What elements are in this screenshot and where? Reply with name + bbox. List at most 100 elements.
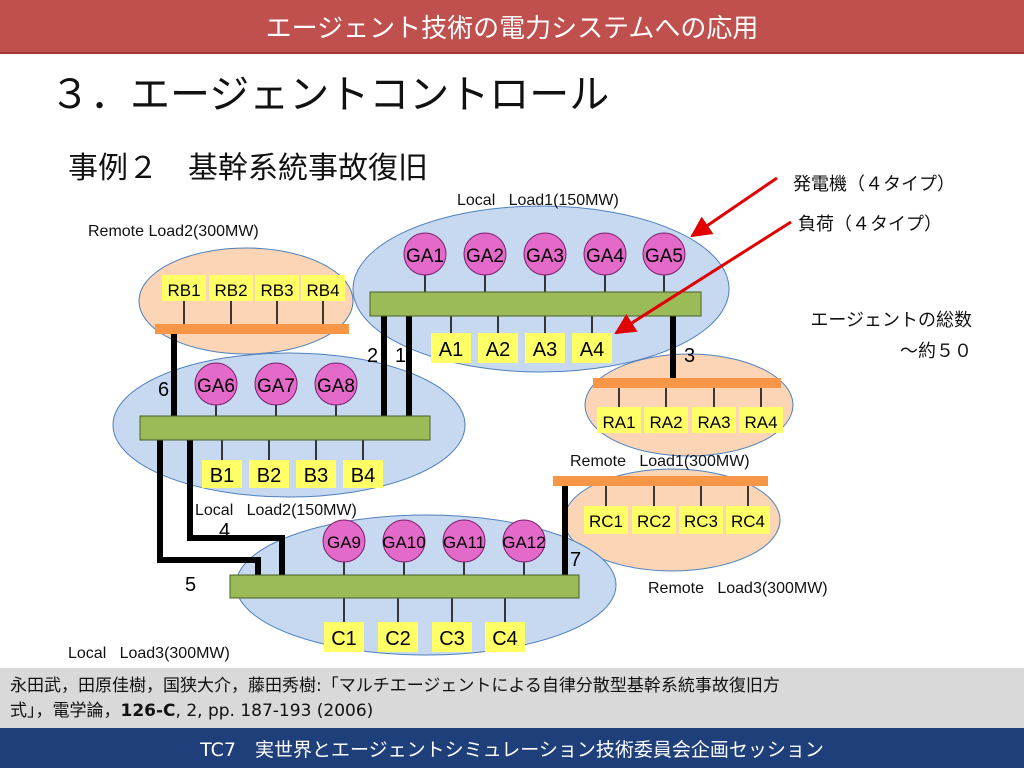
callout-load: 負荷（４タイプ） bbox=[798, 214, 942, 234]
line-number-1: 1 bbox=[395, 345, 406, 367]
svg-text:GA2: GA2 bbox=[466, 246, 504, 267]
line-number-7: 7 bbox=[570, 549, 581, 571]
load-a3: A3 bbox=[525, 333, 565, 363]
load-ra3: RA3 bbox=[692, 407, 736, 433]
load-a2: A2 bbox=[478, 333, 518, 363]
citation-line2: 式」，電学論，126-C, 2, pp. 187-193 (2006) bbox=[10, 699, 1014, 724]
citation-line2-prefix: 式」，電学論， bbox=[10, 701, 121, 721]
svg-text:GA9: GA9 bbox=[327, 533, 361, 552]
slide-subheading: 事例２ 基幹系統事故復旧 bbox=[68, 151, 428, 186]
svg-text:GA8: GA8 bbox=[317, 376, 355, 397]
citation: 永田武，田原佳樹，国狭大介，藤田秀樹:「マルチエージェントによる自律分散型基幹系… bbox=[0, 668, 1024, 728]
generator-ga6: GA6 bbox=[194, 362, 238, 406]
load-rb3: RB3 bbox=[255, 275, 299, 301]
load-c3: C3 bbox=[432, 622, 472, 652]
bus-remote-load1 bbox=[593, 378, 781, 388]
line-number-2: 2 bbox=[367, 345, 378, 367]
bus-local-load2 bbox=[139, 415, 431, 441]
svg-text:RA4: RA4 bbox=[744, 413, 777, 432]
load-rb4: RB4 bbox=[301, 275, 345, 301]
load-a1: A1 bbox=[431, 333, 471, 363]
label-remote-load1: Remote Load1(300MW) bbox=[570, 453, 750, 470]
line-number-5: 5 bbox=[185, 574, 196, 596]
citation-volume: 126-C bbox=[120, 701, 176, 721]
svg-text:RB3: RB3 bbox=[260, 281, 293, 300]
svg-text:RC1: RC1 bbox=[589, 512, 623, 531]
svg-text:GA6: GA6 bbox=[197, 376, 235, 397]
line-number-3: 3 bbox=[684, 345, 695, 367]
svg-text:RC4: RC4 bbox=[731, 512, 765, 531]
slide-heading: ３．エージェントコントロール bbox=[50, 72, 610, 118]
bus-local-load1 bbox=[369, 291, 702, 317]
generator-ga10: GA10 bbox=[382, 519, 426, 563]
svg-text:RB1: RB1 bbox=[167, 281, 200, 300]
arrow-to-load bbox=[614, 220, 792, 335]
load-rc3: RC3 bbox=[679, 506, 723, 534]
svg-text:GA1: GA1 bbox=[406, 246, 444, 267]
svg-text:RA2: RA2 bbox=[649, 413, 682, 432]
generator-ga12: GA12 bbox=[502, 519, 546, 563]
label-local-load2: Local Load2(150MW) bbox=[195, 502, 357, 519]
load-b4: B4 bbox=[343, 460, 383, 488]
load-rb1: RB1 bbox=[162, 275, 206, 301]
label-remote-load3: Remote Load3(300MW) bbox=[648, 580, 828, 597]
header-title: エージェント技術の電力システムへの応用 bbox=[265, 13, 759, 44]
load-a4: A4 bbox=[572, 333, 612, 363]
slide-header: エージェント技術の電力システムへの応用 bbox=[0, 0, 1024, 54]
line-4 bbox=[187, 440, 285, 575]
svg-text:B2: B2 bbox=[257, 465, 281, 487]
svg-text:GA10: GA10 bbox=[382, 533, 425, 552]
arrow-to-generator bbox=[690, 176, 778, 238]
svg-text:RC2: RC2 bbox=[637, 512, 671, 531]
load-c2: C2 bbox=[378, 622, 418, 652]
callout-agent-total-line1: エージェントの総数 bbox=[810, 310, 972, 330]
load-c4: C4 bbox=[485, 622, 525, 652]
load-rc2: RC2 bbox=[632, 506, 676, 534]
svg-text:C1: C1 bbox=[331, 628, 357, 650]
svg-text:C4: C4 bbox=[492, 628, 518, 650]
load-rc1: RC1 bbox=[584, 506, 628, 534]
svg-text:GA12: GA12 bbox=[502, 533, 545, 552]
svg-text:RB4: RB4 bbox=[306, 281, 339, 300]
label-local-load3: Local Load3(300MW) bbox=[68, 645, 230, 662]
load-b3: B3 bbox=[296, 460, 336, 488]
svg-text:GA4: GA4 bbox=[586, 246, 624, 267]
svg-text:GA7: GA7 bbox=[257, 376, 295, 397]
svg-text:A3: A3 bbox=[533, 339, 557, 361]
callout-generator: 発電機（４タイプ） bbox=[793, 174, 955, 194]
generator-ga9: GA9 bbox=[322, 519, 366, 563]
generator-ga4: GA4 bbox=[583, 232, 627, 276]
svg-text:GA11: GA11 bbox=[443, 533, 485, 552]
bus-remote-load3 bbox=[553, 476, 768, 486]
load-rc4: RC4 bbox=[726, 506, 770, 534]
load-rb2: RB2 bbox=[209, 275, 253, 301]
bus-local-load3 bbox=[229, 574, 580, 599]
line-number-4: 4 bbox=[219, 520, 230, 542]
svg-text:C2: C2 bbox=[385, 628, 411, 650]
generator-ga5: GA5 bbox=[642, 232, 686, 276]
svg-text:B3: B3 bbox=[304, 465, 328, 487]
load-b1: B1 bbox=[202, 460, 242, 488]
svg-text:C3: C3 bbox=[439, 628, 465, 650]
svg-text:GA5: GA5 bbox=[645, 246, 683, 267]
remote-load1-region bbox=[584, 353, 794, 457]
generator-ga2: GA2 bbox=[463, 232, 507, 276]
line-number-6: 6 bbox=[158, 379, 169, 401]
citation-line1: 永田武，田原佳樹，国狭大介，藤田秀樹:「マルチエージェントによる自律分散型基幹系… bbox=[10, 676, 780, 696]
slide-footer: TC7 実世界とエージェントシミュレーション技術委員会企画セッション bbox=[0, 728, 1024, 768]
svg-text:B1: B1 bbox=[210, 465, 234, 487]
generator-ga8: GA8 bbox=[314, 362, 358, 406]
load-ra1: RA1 bbox=[597, 407, 641, 433]
load-b2: B2 bbox=[249, 460, 289, 488]
callout-agent-total-line2: ～約５０ bbox=[900, 341, 972, 361]
label-remote-load2: Remote Load2(300MW) bbox=[88, 223, 259, 240]
svg-text:A1: A1 bbox=[439, 339, 463, 361]
svg-text:B4: B4 bbox=[351, 465, 375, 487]
citation-line2-suffix: , 2, pp. 187-193 (2006) bbox=[175, 701, 374, 721]
load-ra2: RA2 bbox=[644, 407, 688, 433]
bus-remote-load2 bbox=[155, 324, 349, 334]
svg-text:RA1: RA1 bbox=[602, 413, 635, 432]
svg-text:A2: A2 bbox=[486, 339, 510, 361]
generator-ga1: GA1 bbox=[403, 232, 447, 276]
